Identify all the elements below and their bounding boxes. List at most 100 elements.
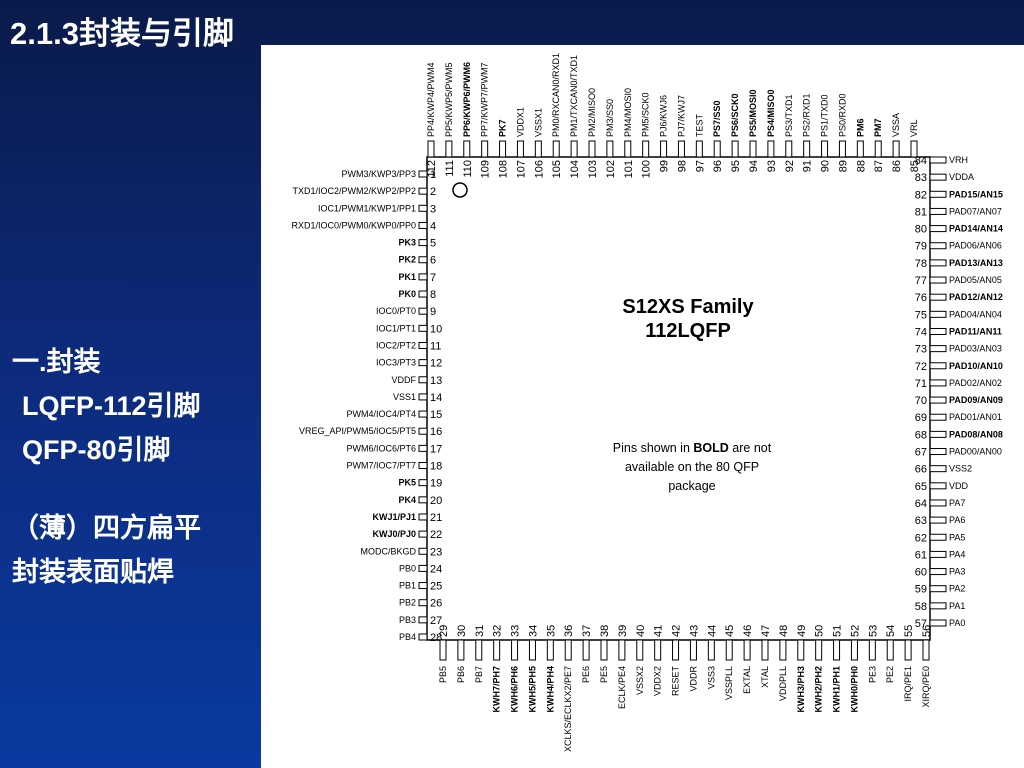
pin-number: 69 xyxy=(915,412,927,424)
pin-pad xyxy=(929,396,947,404)
pin-label: PM7 xyxy=(873,118,883,137)
pin-number: 14 xyxy=(430,392,442,404)
pin-number: 6 xyxy=(430,255,436,267)
pin-number: 24 xyxy=(430,563,442,575)
pin-pad xyxy=(418,187,428,195)
pin-pad xyxy=(439,639,447,661)
pin-label: PAD03/AN03 xyxy=(949,344,1002,354)
pin-pad xyxy=(618,639,626,661)
bullet-description-2: 封装表面贴焊 xyxy=(12,557,174,587)
pin-label: RESET xyxy=(671,666,681,697)
pin-pad xyxy=(695,140,703,158)
pin-pad xyxy=(546,639,554,661)
pin-label: VDDX1 xyxy=(515,107,525,137)
pin-number: 42 xyxy=(671,625,683,637)
pin-label: PAD02/AN02 xyxy=(949,378,1002,388)
pin-pad xyxy=(731,140,739,158)
pin-pad xyxy=(803,140,811,158)
pin-pad xyxy=(929,156,947,164)
pin-label: PS6/SCK0 xyxy=(730,93,740,137)
pin-label: VDD xyxy=(949,481,969,491)
slide-title: 2.1.3封装与引脚 xyxy=(10,16,234,51)
pin-number: 84 xyxy=(915,155,927,167)
pin-pad xyxy=(815,639,823,661)
pin-pad xyxy=(642,140,650,158)
pin-pad xyxy=(660,140,668,158)
pin-pad xyxy=(418,564,428,572)
pin-number: 9 xyxy=(430,306,436,318)
pin-pad xyxy=(767,140,775,158)
pin-number: 96 xyxy=(712,160,724,172)
pin-label: XIRQ/PE0 xyxy=(921,666,931,708)
pin-pad xyxy=(475,639,483,661)
pin-number: 68 xyxy=(915,429,927,441)
pin-pad xyxy=(785,140,793,158)
pin-label: KWH1/PH1 xyxy=(832,666,842,713)
pin-pad xyxy=(904,639,912,661)
pin-label: VSSX2 xyxy=(635,666,645,695)
chip-note-line1: Pins shown in BOLD are not xyxy=(613,441,772,455)
pin-pad xyxy=(929,602,947,610)
pin-number: 107 xyxy=(515,160,527,178)
pin-label: PS4/MISO0 xyxy=(766,89,776,137)
pin-label: PS2/RXD1 xyxy=(802,93,812,137)
pin-pad xyxy=(856,140,864,158)
pin-pad xyxy=(929,568,947,576)
pin-pad xyxy=(929,207,947,215)
pin-pad xyxy=(929,259,947,267)
pin-label: PM1/TXCAN0/TXD1 xyxy=(569,55,579,137)
pin-number: 41 xyxy=(653,625,665,637)
pin-label: PAD14/AN14 xyxy=(949,224,1003,234)
pin-pad xyxy=(713,140,721,158)
pin-number: 50 xyxy=(814,625,826,637)
pin-number: 38 xyxy=(599,625,611,637)
chip-title: S12XS Family xyxy=(622,296,754,318)
pin-pad xyxy=(749,140,757,158)
pin-pad xyxy=(582,639,590,661)
pin-number: 57 xyxy=(915,618,927,630)
pin-pad xyxy=(624,140,632,158)
pin-label: VSS2 xyxy=(949,464,972,474)
pin-label: PA4 xyxy=(949,549,965,559)
pin-number: 109 xyxy=(480,160,492,178)
pin-number: 17 xyxy=(430,443,442,455)
pin-pad xyxy=(874,140,882,158)
pin-pad xyxy=(929,465,947,473)
pin-label: KWH6/PH6 xyxy=(510,666,520,713)
pin-pad xyxy=(892,140,900,158)
pin-number: 4 xyxy=(430,220,436,232)
pin-pad xyxy=(725,639,733,661)
pin-number: 63 xyxy=(915,515,927,527)
pin-number: 60 xyxy=(915,567,927,579)
pin-pad xyxy=(418,427,428,435)
pin-number: 89 xyxy=(837,160,849,172)
pin-pad xyxy=(929,430,947,438)
pin-number: 16 xyxy=(430,426,442,438)
pin-pad xyxy=(654,639,662,661)
pin-label: VSSX1 xyxy=(533,108,543,137)
pin-number: 43 xyxy=(688,625,700,637)
pin-label: VSS3 xyxy=(706,666,716,689)
pin-number: 23 xyxy=(430,546,442,558)
pin-label: PS1/TXD0 xyxy=(820,94,830,137)
pin-pad xyxy=(418,376,428,384)
pin-pad xyxy=(463,140,471,158)
chip-body xyxy=(426,156,931,641)
pin-label: PAD10/AN10 xyxy=(949,361,1003,371)
pin-label: VDDF xyxy=(392,375,417,385)
pin-pad xyxy=(929,327,947,335)
pin-label: PB2 xyxy=(399,598,416,608)
pin-number: 33 xyxy=(510,625,522,637)
pin-label: VRL xyxy=(909,119,919,137)
pin-label: PK2 xyxy=(398,255,416,265)
pin-pad xyxy=(886,639,894,661)
pin-label: RXD1/IOC0/PWM0/KWP0/PP0 xyxy=(291,220,416,230)
pin-label: PK4 xyxy=(398,495,416,505)
pin-label: KWH4/PH4 xyxy=(545,666,555,713)
pin-label: PWM6/IOC6/PT6 xyxy=(346,443,416,453)
pin-pad xyxy=(761,639,769,661)
pin-label: VDDX2 xyxy=(653,666,663,696)
pin-number: 52 xyxy=(849,625,861,637)
pin-pad xyxy=(743,639,751,661)
pin-pad xyxy=(929,345,947,353)
